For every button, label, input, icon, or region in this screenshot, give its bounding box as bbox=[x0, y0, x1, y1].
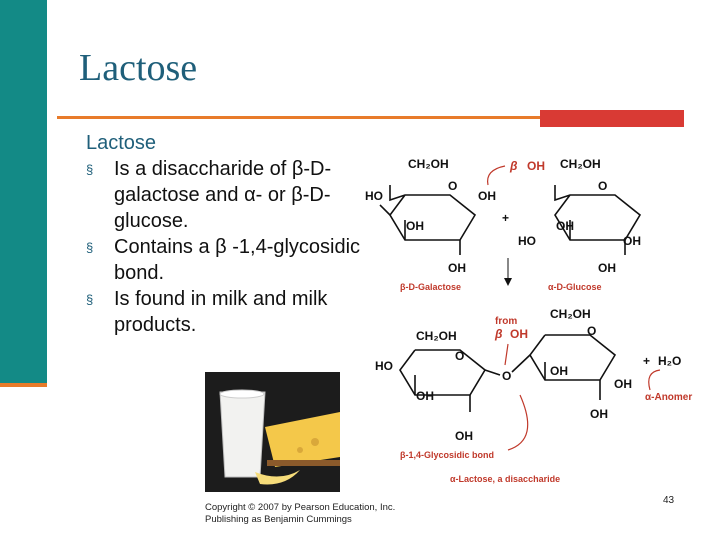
copyright-line: Publishing as Benjamin Cummings bbox=[205, 514, 352, 525]
bullet-text: Is found in milk and milk products. bbox=[114, 288, 328, 336]
lactose-ring-left bbox=[399, 349, 501, 412]
svg-text:OH: OH bbox=[590, 407, 608, 421]
lactose-structure-diagram: CH₂OH O HO OH OH OH β-D-Galactose β OH +… bbox=[365, 157, 692, 484]
svg-text:OH: OH bbox=[623, 234, 641, 248]
from-beta-label: β bbox=[494, 327, 503, 341]
svg-text:O: O bbox=[448, 179, 457, 193]
bullet-item: § Is a disaccharide of β-D-galactose and… bbox=[86, 156, 366, 234]
copyright-line: Copyright © 2007 by Pearson Education, I… bbox=[205, 502, 396, 513]
glucose-ring bbox=[554, 185, 642, 255]
page-number: 43 bbox=[663, 495, 675, 506]
beta-oh-label: OH bbox=[527, 159, 545, 173]
bullet-text: Is a disaccharide of β-D-galactose and α… bbox=[114, 158, 332, 232]
slide-title: Lactose bbox=[79, 47, 198, 89]
glucose-ch2oh: CH₂OH bbox=[560, 157, 601, 171]
bullet-item: § Is found in milk and milk products. bbox=[86, 286, 366, 338]
glucose-name: α-D-Glucose bbox=[548, 282, 602, 292]
svg-text:OH: OH bbox=[550, 364, 568, 378]
svg-text:HO: HO bbox=[375, 359, 393, 373]
bullet-text: Contains a β -1,4-glycosidic bond. bbox=[114, 236, 361, 284]
svg-text:O: O bbox=[587, 324, 596, 338]
svg-text:CH₂OH: CH₂OH bbox=[550, 307, 591, 321]
beta-label: β bbox=[509, 159, 518, 173]
svg-text:OH: OH bbox=[598, 261, 616, 275]
bullet-marker: § bbox=[86, 240, 94, 255]
svg-text:OH: OH bbox=[455, 429, 473, 443]
slide-body: Lactose § Is a disaccharide of β-D-galac… bbox=[86, 130, 366, 338]
svg-text:O: O bbox=[502, 369, 511, 383]
svg-text:OH: OH bbox=[556, 219, 574, 233]
svg-text:OH: OH bbox=[478, 189, 496, 203]
svg-text:OH: OH bbox=[406, 219, 424, 233]
galactose-ch2oh: CH₂OH bbox=[408, 157, 449, 171]
copyright-notice: Copyright © 2007 by Pearson Education, I… bbox=[205, 502, 395, 526]
plus-sign-bottom: + bbox=[643, 354, 650, 368]
from-label: from bbox=[495, 316, 517, 327]
title-divider bbox=[57, 116, 684, 119]
svg-text:O: O bbox=[455, 349, 464, 363]
side-accent-bar bbox=[0, 0, 47, 383]
galactose-ring bbox=[379, 185, 477, 255]
galactose-name: β-D-Galactose bbox=[400, 282, 461, 292]
bullet-marker: § bbox=[86, 162, 94, 177]
body-heading: Lactose bbox=[86, 132, 157, 154]
plus-sign-top: + bbox=[502, 211, 509, 225]
anomer-label: α-Anomer bbox=[645, 392, 692, 403]
lactose-ring-right bbox=[511, 334, 617, 400]
accent-box bbox=[540, 110, 684, 127]
svg-text:OH: OH bbox=[614, 377, 632, 391]
svg-text:HO: HO bbox=[365, 189, 383, 203]
lactose-label: α-Lactose, a disaccharide bbox=[450, 474, 560, 484]
svg-text:OH: OH bbox=[448, 261, 466, 275]
side-accent-strip bbox=[0, 383, 47, 387]
svg-text:OH: OH bbox=[416, 389, 434, 403]
bullet-marker: § bbox=[86, 292, 94, 307]
milk-and-cheese-photo bbox=[205, 372, 340, 492]
svg-text:O: O bbox=[598, 179, 607, 193]
svg-text:HO: HO bbox=[518, 234, 536, 248]
svg-text:CH₂OH: CH₂OH bbox=[416, 329, 457, 343]
water-label: H₂O bbox=[658, 354, 681, 368]
bond-label: β-1,4-Glycosidic bond bbox=[400, 450, 494, 460]
from-oh-label: OH bbox=[510, 327, 528, 341]
bullet-item: § Contains a β -1,4-glycosidic bond. bbox=[86, 234, 366, 286]
